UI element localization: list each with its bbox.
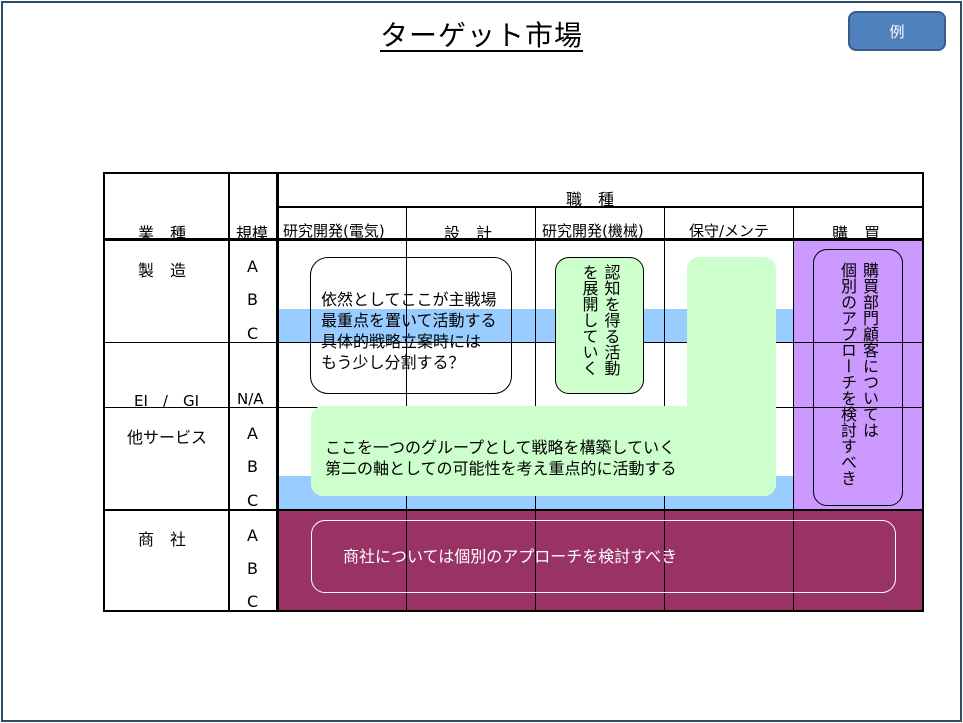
row-label-other-service: 他サービス <box>127 428 208 447</box>
main-battlefield-note-text: 依然としてここが主戦場 最重点を置いて活動する 具体的戦略立案時には もう少し分… <box>321 289 521 373</box>
scale-trading-c: C <box>247 592 259 611</box>
trading-note-text: 商社については個別のアプローチを検討すべき <box>343 547 678 566</box>
main-battlefield-line-2: 最重点を置いて活動する <box>321 311 497 330</box>
scale-trading-b: B <box>247 559 258 578</box>
scale-manufacturing-c: C <box>247 324 259 343</box>
header-scale: 規模 <box>236 224 269 243</box>
scale-service-c: C <box>247 491 259 510</box>
main-battlefield-line-3: 具体的戦略立案時には <box>321 332 482 351</box>
header-job-design: 設 計 <box>444 224 493 243</box>
scale-manufacturing-a: A <box>247 257 258 276</box>
scale-service-a: A <box>247 424 258 443</box>
main-battlefield-line-4: もう少し分割する？ <box>321 353 465 372</box>
awareness-note-text: 認知を得る活動 を展開していく <box>578 264 622 376</box>
page-title: ターゲット市場 <box>379 19 583 52</box>
group-strategy-note-text: ここを一つのグループとして戦略を構築していく 第二の軸としての可能性を考え重点的… <box>325 437 765 479</box>
main-battlefield-line-1: 依然としてここが主戦場 <box>321 290 497 309</box>
scale-ei-gi: N/A <box>237 390 264 408</box>
purchasing-column-fill <box>794 240 923 510</box>
group-strategy-note-vertical-arm <box>687 257 776 496</box>
scale-trading-a: A <box>247 526 258 545</box>
purchasing-line-2: 個別のアプローチを検討すべき <box>838 262 857 486</box>
awareness-line-1: 認知を得る活動 <box>601 264 621 376</box>
header-job-purchasing: 購 買 <box>832 224 881 243</box>
header-job-maintenance: 保守/メンテ <box>689 222 770 240</box>
scale-service-b: B <box>247 457 258 476</box>
purchasing-note-text: 購買部門顧客については 個別のアプローチを検討すべき <box>836 262 880 486</box>
group-strategy-line-2: 第二の軸としての可能性を考え重点的に活動する <box>325 459 677 478</box>
header-job-rd-mechanical: 研究開発(機械) <box>542 222 644 240</box>
row-label-ei-gi: EI / GI <box>134 392 200 410</box>
purchasing-note: 購買部門顧客については 個別のアプローチを検討すべき <box>813 249 903 506</box>
trading-row-fill <box>278 510 923 611</box>
scale-manufacturing-b: B <box>247 290 258 309</box>
awareness-note: 認知を得る活動 を展開していく <box>555 257 644 394</box>
header-job-type: 職 種 <box>566 190 615 209</box>
trading-note <box>311 520 896 593</box>
header-industry: 業 種 <box>138 224 187 243</box>
main-battlefield-note <box>310 257 512 394</box>
group-strategy-line-1: ここを一つのグループとして戦略を構築していく <box>325 438 676 457</box>
row-label-manufacturing: 製 造 <box>138 261 187 280</box>
row-label-trading: 商 社 <box>138 530 187 549</box>
example-button[interactable]: 例 <box>848 11 946 51</box>
purchasing-line-1: 購買部門顧客については <box>860 262 879 438</box>
awareness-line-2: を展開していく <box>579 264 599 376</box>
header-job-rd-electrical: 研究開発(電気) <box>283 222 385 240</box>
